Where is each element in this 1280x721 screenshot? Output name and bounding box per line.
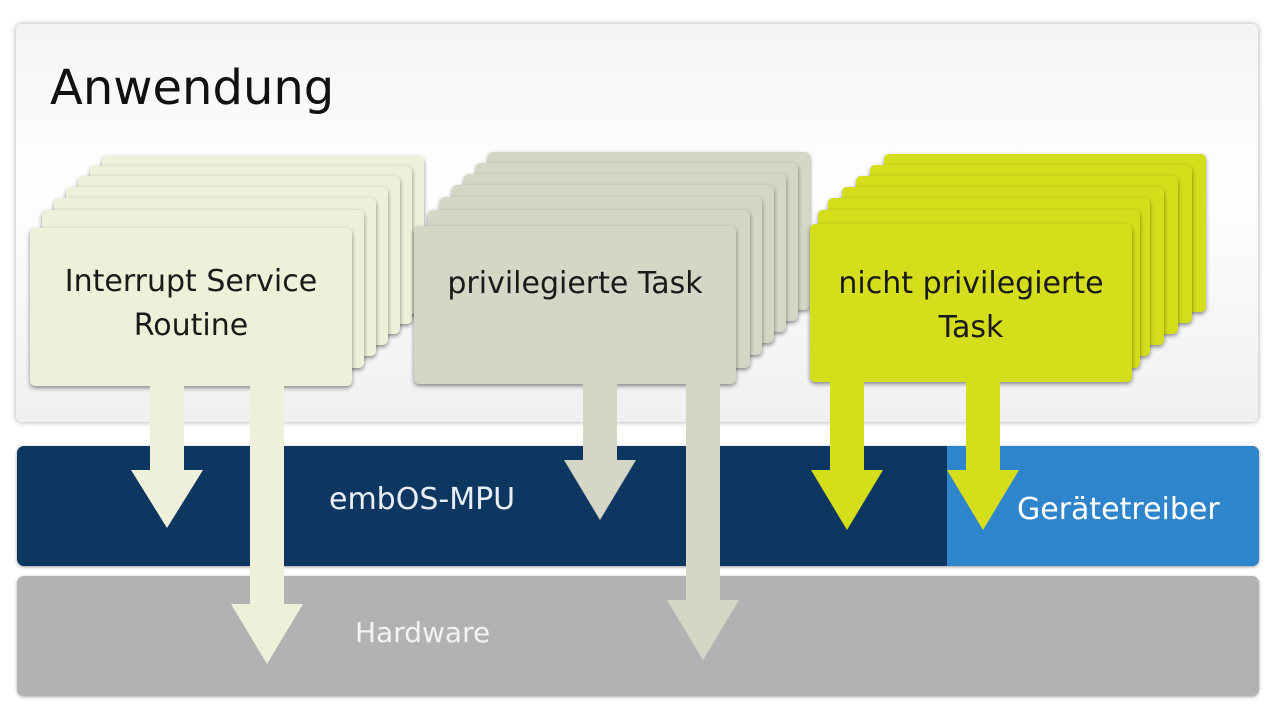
isr-card: Interrupt Service Routine: [30, 228, 352, 386]
hardware-layer: Hardware: [17, 576, 1259, 696]
device-driver-block: Gerätetreiber: [947, 446, 1259, 566]
unprivileged-task-card-label-2: Task: [938, 310, 1004, 345]
application-layer-label: Anwendung: [50, 60, 335, 116]
isr-card-label-2: Routine: [133, 308, 249, 343]
device-driver-label: Gerätetreiber: [1017, 492, 1220, 527]
privileged-task-to-hardware-arrow: [667, 384, 739, 660]
unprivileged-task-to-driver-arrow: [947, 382, 1019, 530]
unprivileged-task-to-mpu-arrow: [811, 382, 883, 530]
hardware-label: Hardware: [355, 616, 491, 649]
privileged-task-to-mpu-arrow: [564, 384, 636, 520]
isr-card-label-1: Interrupt Service: [64, 264, 318, 299]
embos-mpu-label: embOS-MPU: [329, 482, 516, 517]
isr-to-mpu-arrow: [131, 386, 203, 528]
isr-to-hardware-arrow: [231, 386, 303, 664]
unprivileged-task-card-label-1: nicht privilegierte: [838, 266, 1104, 301]
privileged-task-card-label: privilegierte Task: [447, 266, 703, 301]
privileged-task-card: privilegierte Task: [414, 226, 736, 384]
unprivileged-task-card: nicht privilegierte Task: [810, 224, 1132, 382]
